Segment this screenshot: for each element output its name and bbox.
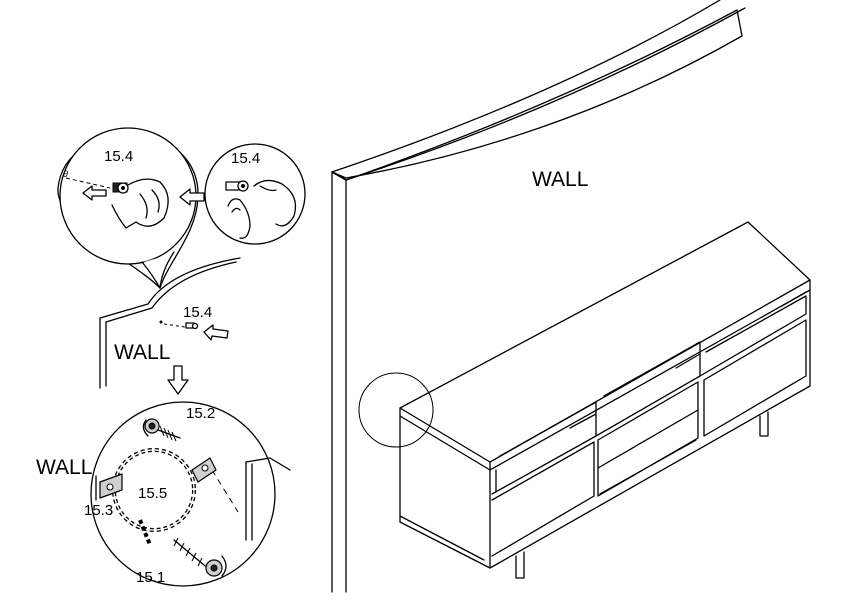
label-15-5: 15.5 (138, 485, 167, 502)
fingers-holding-anchor (227, 179, 297, 239)
bracket-icon (191, 457, 217, 483)
arrow-down-icon (167, 365, 189, 395)
label-15-4-c: 15.4 (183, 304, 212, 321)
label-15-4-b: 15.4 (231, 150, 260, 167)
wall-fragment (99, 257, 241, 389)
detail-circle-chain-assembly (90, 401, 276, 587)
wall-label-main: WALL (532, 168, 588, 191)
label-15-3: 15.3 (84, 502, 113, 519)
arrow-left-icon (82, 185, 107, 201)
wall-panel (331, 0, 746, 593)
detail-circle-hold-anchor (204, 143, 306, 245)
label-15-1: 15.1 (136, 569, 165, 586)
detail-circle-insert-anchor (57, 127, 199, 289)
anchor-insert-step (159, 320, 199, 330)
chain-icon (112, 448, 196, 546)
finger-pushing-anchor (111, 178, 169, 229)
screw-icon (142, 418, 181, 442)
bracket-icon (95, 473, 123, 501)
stand-edge-detail (211, 457, 291, 541)
screw-icon (173, 537, 227, 577)
arrow-left-icon (179, 188, 205, 206)
anchor-plug-icon (112, 182, 129, 194)
label-15-4-a: 15.4 (104, 148, 133, 165)
svg-text:θ: θ (63, 169, 68, 179)
wall-label-mid: WALL (114, 341, 170, 364)
label-15-2: 15.2 (186, 405, 215, 422)
detail-callout-circle (358, 372, 434, 448)
arrow-left-icon (203, 324, 229, 341)
tv-stand (399, 221, 811, 579)
wall-label-detail: WALL (36, 456, 92, 479)
anchor-plug-icon (225, 180, 249, 192)
